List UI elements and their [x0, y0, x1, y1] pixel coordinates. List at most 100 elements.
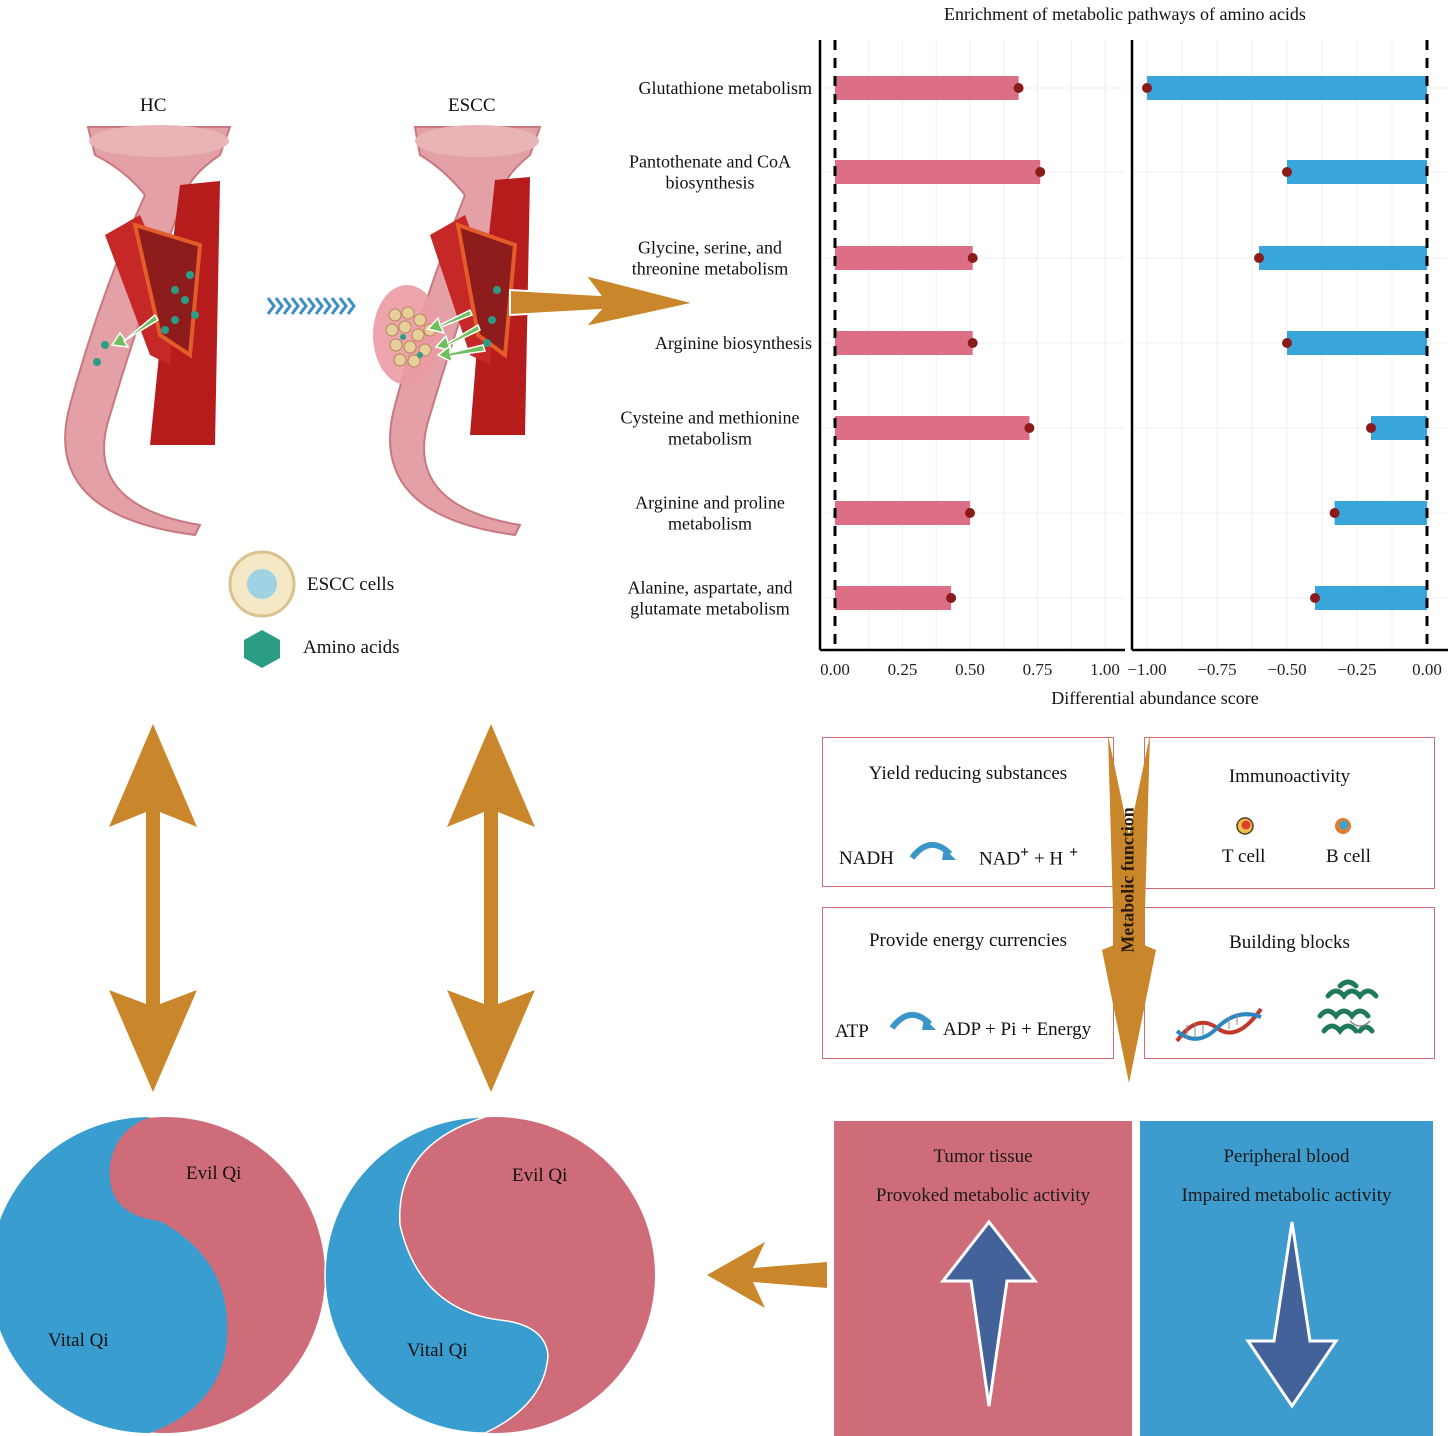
x-tick-label: −0.75	[1197, 660, 1236, 679]
hc-vital-qi-label: Vital Qi	[48, 1330, 109, 1351]
category-label: Cysteine and methionine	[621, 408, 800, 428]
yin-yang-diagrams	[0, 1116, 655, 1434]
box-title: Yield reducing substances	[868, 763, 1068, 784]
point-blood	[1254, 253, 1264, 263]
x-tick-label: 0.50	[955, 660, 985, 679]
point-blood	[1310, 593, 1320, 603]
point-blood	[1282, 167, 1292, 177]
metabolic-function-label: Metabolic function	[1117, 807, 1138, 953]
x-tick-label: 0.25	[888, 660, 918, 679]
down-arrow-icon	[1245, 1221, 1339, 1409]
panel-tumor-tissue: Tumor tissue Provoked metabolic activity	[834, 1121, 1132, 1436]
yin-yang-escc	[324, 1116, 655, 1434]
point-tumor	[967, 338, 978, 348]
point-tumor	[1013, 83, 1024, 93]
yin-yang-hc	[0, 1117, 325, 1433]
bar-tumor	[835, 416, 1030, 440]
point-blood	[1282, 338, 1292, 348]
escc-esophagus-icon	[373, 125, 542, 537]
t-cell-icon	[1236, 817, 1254, 835]
enrichment-chart: 0.00 0.25 0.50 0.75 1.00 −1.00 −0.75 −0.50 −0.25…	[621, 40, 1448, 679]
x-tick-label: −1.00	[1127, 660, 1166, 679]
category-label: Glutathione metabolism	[639, 78, 812, 98]
metabolic-function-arrow-icon	[1102, 735, 1156, 1083]
legend-amino-acids: Amino acids	[303, 637, 400, 658]
panel-subtitle: Impaired metabolic activity	[1181, 1185, 1392, 1206]
escc-cell-icon	[228, 550, 296, 618]
atp-label: ATP	[835, 1021, 869, 1042]
point-tumor	[1024, 423, 1035, 433]
chart-title: Enrichment of metabolic pathways of amin…	[944, 4, 1306, 24]
b-cell-label: B cell	[1326, 846, 1371, 867]
escc-evil-qi-label: Evil Qi	[512, 1165, 568, 1186]
up-arrow-icon	[939, 1219, 1039, 1407]
double-arrow-escc-icon	[447, 724, 535, 1092]
protein-structure-icon	[1317, 979, 1379, 1035]
point-tumor	[1035, 167, 1046, 177]
category-label: Pantothenate and CoA	[629, 152, 791, 172]
hc-evil-qi-label: Evil Qi	[186, 1163, 242, 1184]
reaction-arrow-icon	[889, 1012, 936, 1030]
x-tick-label: −0.50	[1267, 660, 1306, 679]
x-tick-label: 0.00	[820, 660, 850, 679]
nad-label: NAD+ + H+	[979, 844, 1079, 870]
panel-subtitle: Provoked metabolic activity	[875, 1185, 1091, 1206]
x-tick-label: 0.75	[1023, 660, 1053, 679]
box-title: Immunoactivity	[1228, 766, 1351, 787]
point-tumor	[965, 508, 975, 518]
bar-tumor	[835, 331, 973, 355]
box-title: Building blocks	[1229, 932, 1350, 953]
category-label: metabolism	[668, 429, 752, 449]
category-label: Arginine biosynthesis	[655, 333, 812, 353]
dna-icon	[1175, 1007, 1263, 1043]
hc-esophagus-icon	[64, 125, 232, 537]
point-tumor	[967, 253, 978, 263]
point-blood	[1142, 83, 1152, 93]
bar-blood	[1259, 246, 1427, 270]
category-label: biosynthesis	[665, 173, 754, 193]
escc-vital-qi-label: Vital Qi	[407, 1340, 468, 1361]
category-label: metabolism	[668, 514, 752, 534]
bar-blood	[1287, 160, 1427, 184]
x-tick-label: 1.00	[1090, 660, 1120, 679]
bar-tumor	[835, 246, 973, 270]
double-arrow-hc-icon	[109, 724, 197, 1092]
panel-title: Peripheral blood	[1223, 1146, 1350, 1167]
reaction-arrow-icon	[909, 842, 956, 860]
category-label: Alanine, aspartate, and	[628, 578, 793, 598]
box-yield-reducing: Yield reducing substances NADH NAD+ + H+	[822, 737, 1114, 887]
box-title: Provide energy currencies	[868, 930, 1067, 951]
to-yinyang-arrow-icon	[707, 1242, 827, 1308]
b-cell-icon	[1335, 818, 1351, 834]
point-tumor	[946, 593, 957, 603]
hc-label: HC	[140, 95, 167, 116]
category-label: glutamate metabolism	[630, 599, 789, 619]
point-blood	[1329, 508, 1340, 518]
panel-peripheral-blood: Peripheral blood Impaired metabolic acti…	[1140, 1121, 1433, 1436]
category-label: Arginine and proline	[635, 493, 785, 513]
progression-chevrons-icon	[266, 297, 356, 315]
category-label: threonine metabolism	[632, 259, 788, 279]
bar-tumor	[835, 160, 1041, 184]
amino-acid-hexagon-icon	[244, 630, 280, 668]
box-energy-currencies: Provide energy currencies ATP ADP + Pi +…	[822, 907, 1114, 1059]
box-building-blocks: Building blocks	[1144, 907, 1435, 1059]
point-blood	[1366, 423, 1376, 433]
bar-blood	[1287, 331, 1427, 355]
adp-label: ADP + Pi + Energy	[943, 1019, 1092, 1040]
escc-label: ESCC	[448, 95, 496, 116]
legend-escc-cells: ESCC cells	[307, 574, 395, 595]
nadh-label: NADH	[839, 848, 894, 869]
panel-title: Tumor tissue	[933, 1146, 1033, 1167]
box-immunoactivity: Immunoactivity T cell B cell	[1144, 737, 1435, 889]
chart-xlabel: Differential abundance score	[1051, 688, 1259, 708]
esophagus-illustration	[64, 125, 696, 668]
category-label: Glycine, serine, and	[638, 238, 782, 258]
t-cell-label: T cell	[1222, 846, 1266, 867]
to-chart-arrow-icon	[509, 273, 696, 329]
x-tick-label: 0.00	[1412, 660, 1442, 679]
bar-blood	[1315, 586, 1427, 610]
bar-blood	[1147, 76, 1427, 100]
bar-tumor	[835, 501, 970, 525]
x-tick-label: −0.25	[1337, 660, 1376, 679]
